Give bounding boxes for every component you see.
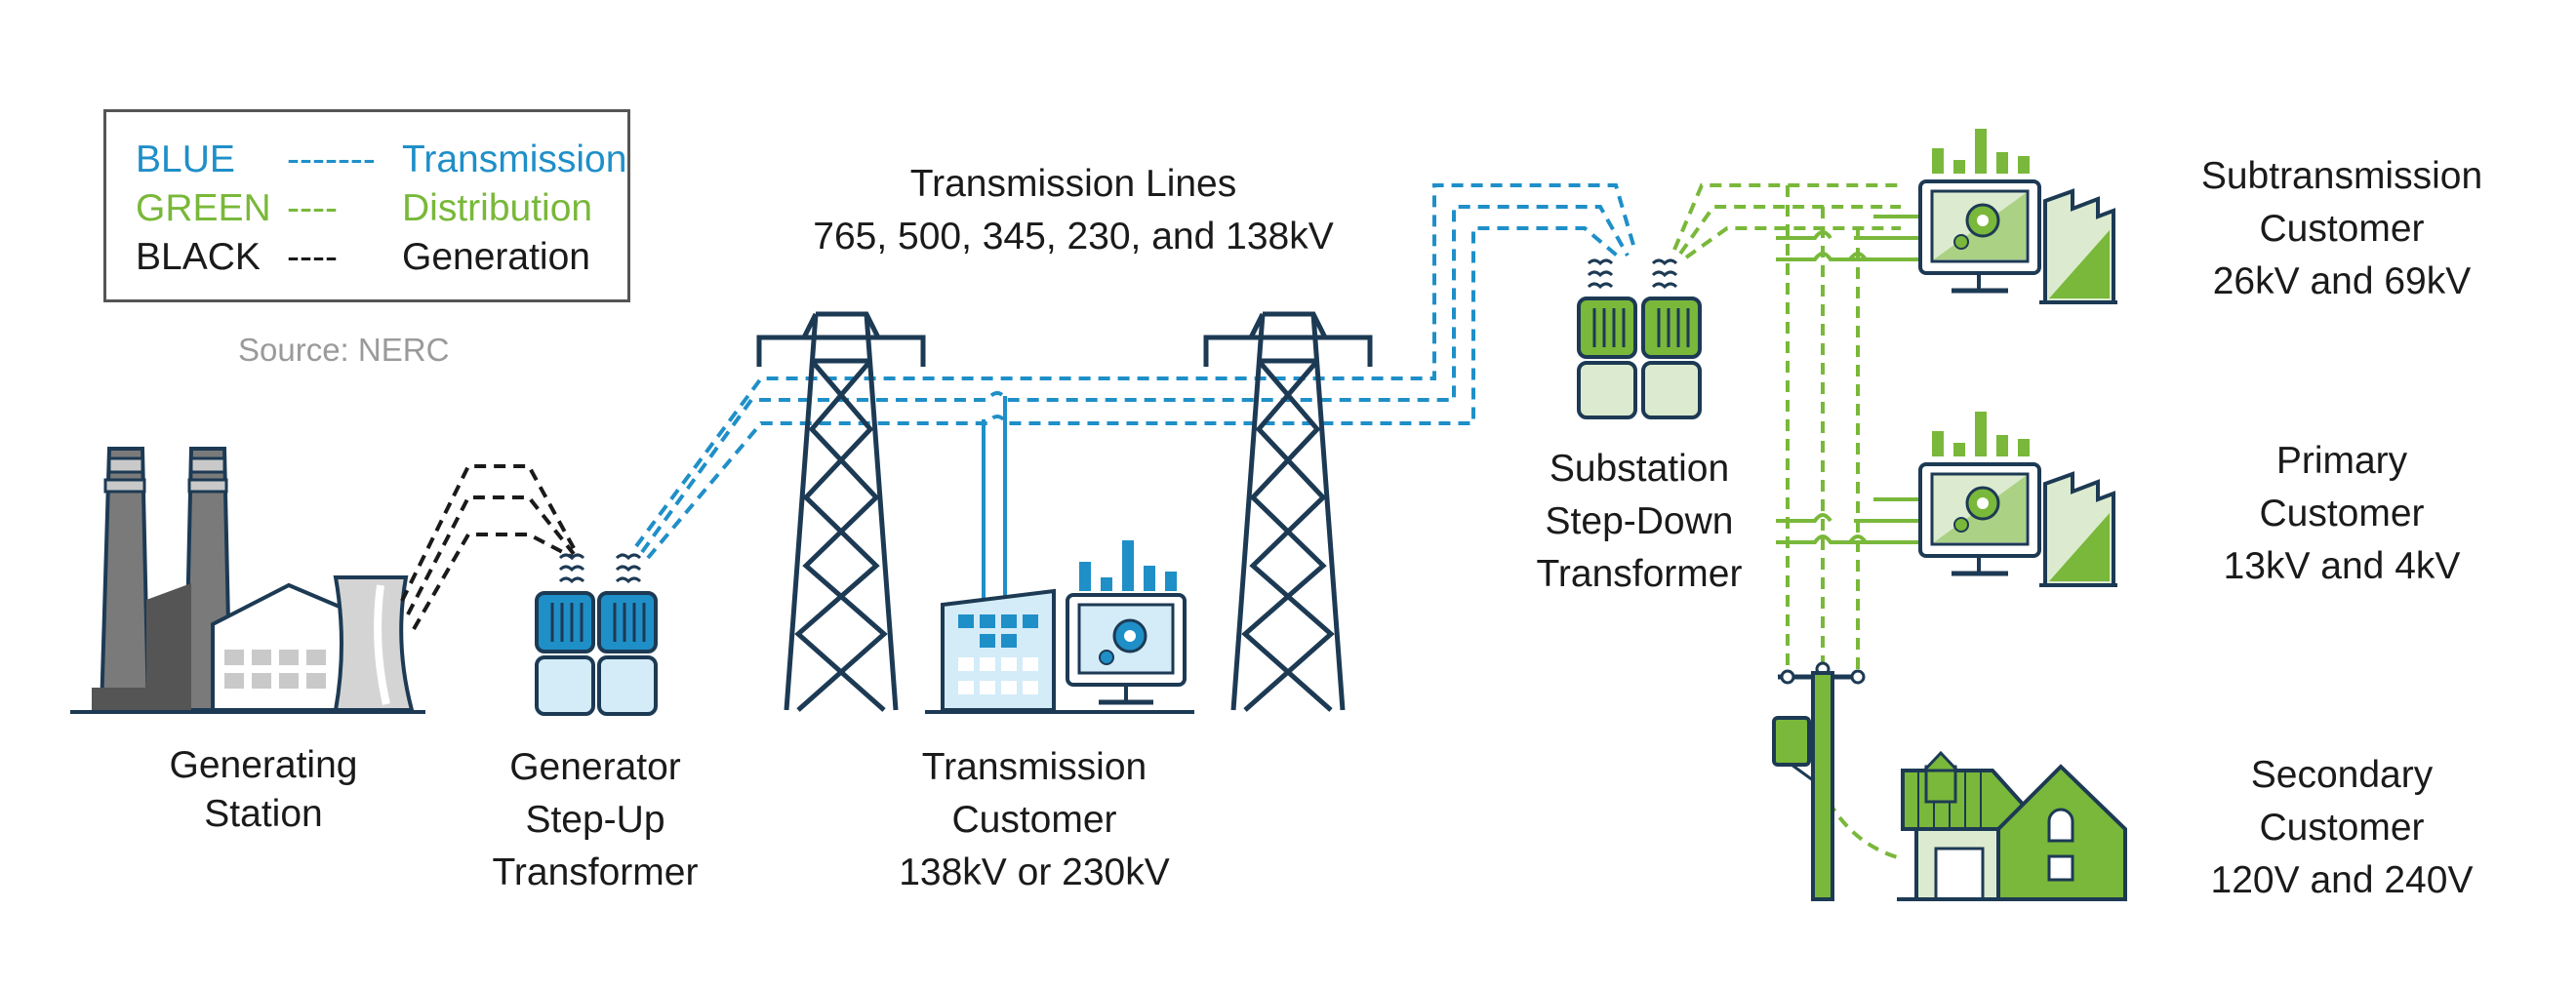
legend-color-name: BLACK — [136, 236, 261, 278]
transmission-lines — [634, 183, 1637, 560]
label-line: Customer — [2259, 493, 2425, 534]
label-line: Step-Up — [525, 799, 665, 841]
label-transmission-customer: Transmission Customer 138kV or 230kV — [878, 741, 1190, 899]
label-line: Substation — [1549, 448, 1730, 490]
legend-color-name: GREEN — [136, 187, 271, 229]
transmission-tower-left — [756, 311, 926, 712]
legend-color-name: BLUE — [136, 138, 235, 180]
utility-pole-icon — [1772, 661, 1866, 901]
legend-meaning: Distribution — [402, 187, 593, 229]
label-line: Customer — [2259, 807, 2425, 849]
legend-meaning: Transmission — [402, 138, 627, 180]
transmission-tower-right — [1203, 311, 1373, 712]
label-line: Transformer — [1536, 553, 1743, 595]
secondary-customer-icon — [1897, 750, 2127, 901]
distribution-taps — [1776, 215, 1928, 544]
label-line: 26kV and 69kV — [2212, 260, 2472, 302]
generating-station-icon — [70, 447, 425, 714]
label-line: 765, 500, 345, 230, and 138kV — [813, 216, 1334, 257]
label-subtransmission-customer: Subtransmission Customer 26kV and 69kV — [2186, 150, 2498, 308]
step-up-transformer-icon — [535, 553, 658, 716]
label-line: Transformer — [492, 851, 699, 893]
label-line: Secondary — [2250, 754, 2434, 796]
label-generating-station: Generating Station — [137, 741, 390, 839]
label-line: Generating — [169, 744, 358, 786]
transmission-customer-taps — [982, 396, 1007, 624]
label-line: 13kV and 4kV — [2223, 545, 2461, 587]
label-line: Step-Down — [1545, 500, 1734, 542]
label-line: Subtransmission — [2200, 155, 2483, 197]
label-primary-customer: Primary Customer 13kV and 4kV — [2186, 435, 2498, 593]
label-line: 120V and 240V — [2210, 859, 2474, 901]
label-line: Generator — [509, 746, 681, 788]
label-line: Customer — [951, 799, 1117, 841]
legend: BLUE ------- Transmission GREEN ---- Dis… — [103, 109, 630, 302]
legend-dash: ---- — [287, 187, 338, 229]
substation-transformer-icon — [1577, 258, 1702, 419]
label-line: Customer — [2259, 208, 2425, 250]
label-line: Primary — [2275, 440, 2408, 482]
legend-dash: ---- — [287, 236, 338, 278]
label-line: Station — [204, 793, 323, 835]
label-line: Transmission Lines — [909, 163, 1237, 205]
label-substation: Substation Step-Down Transformer — [1503, 443, 1776, 601]
subtransmission-customer-icon — [1918, 129, 2117, 304]
legend-dash: ------- — [287, 138, 376, 180]
transmission-customer-icon — [925, 540, 1194, 714]
label-line: Transmission — [921, 746, 1147, 788]
label-secondary-customer: Secondary Customer 120V and 240V — [2186, 749, 2498, 907]
label-transmission-lines: Transmission Lines 765, 500, 345, 230, a… — [761, 158, 1386, 263]
source-note: Source: NERC — [238, 332, 450, 368]
primary-customer-icon — [1918, 412, 2117, 587]
generation-lines — [400, 464, 576, 630]
legend-meaning: Generation — [402, 236, 590, 278]
label-line: 138kV or 230kV — [899, 851, 1170, 893]
label-step-up-transformer: Generator Step-Up Transformer — [468, 741, 722, 899]
